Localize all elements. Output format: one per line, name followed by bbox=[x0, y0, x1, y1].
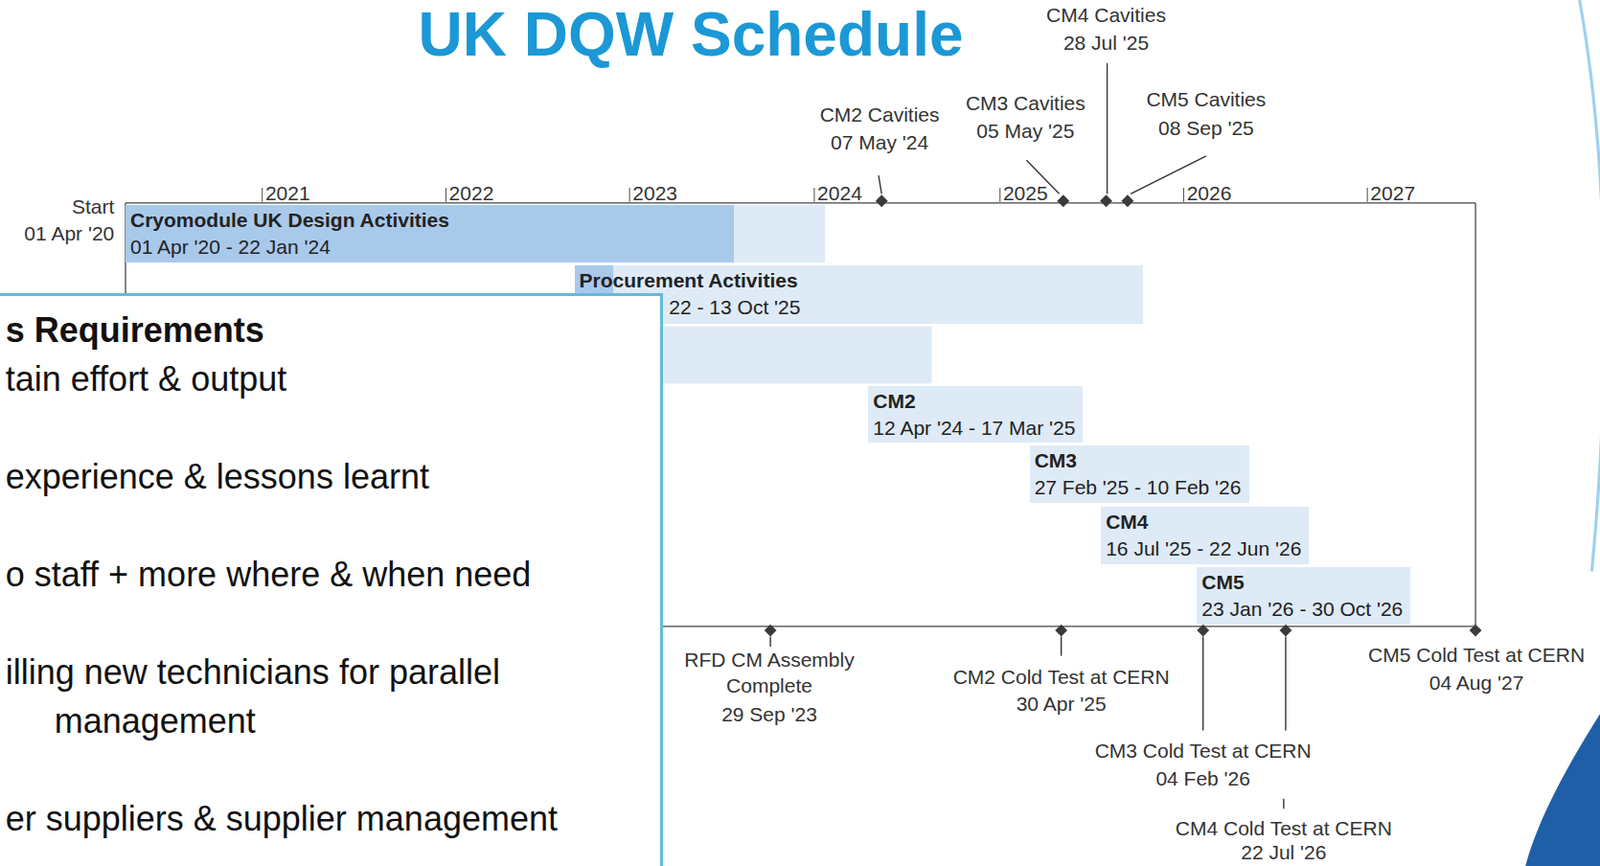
bar-text: 23 Jan '26 - 30 Oct '26 bbox=[1201, 595, 1406, 623]
milestone-label: 28 Jul '25 bbox=[1063, 29, 1149, 56]
year-tick bbox=[1367, 187, 1369, 203]
gantt-bar: CM416 Jul '25 - 22 Jun '26 bbox=[1100, 506, 1309, 565]
milestone-label: Start bbox=[71, 193, 115, 220]
year-label: 2026 bbox=[1187, 180, 1233, 206]
bar-text: 27 Feb '25 - 10 Feb '26 bbox=[1034, 474, 1245, 502]
bar-heading: Procurement Activities bbox=[579, 267, 1139, 295]
milestone-label: 29 Sep '23 bbox=[721, 701, 818, 728]
bar-heading: s Requirements bbox=[5, 305, 654, 355]
bar-text: er suppliers & supplier management bbox=[5, 794, 654, 844]
leader-line bbox=[1202, 636, 1204, 731]
bar-text: 01 Apr '20 - 22 Jan '24 bbox=[130, 233, 821, 261]
frame-line bbox=[125, 202, 1476, 204]
bar-heading: Cryomodule UK Design Activities bbox=[130, 206, 821, 234]
bar-heading: CM3 bbox=[1034, 447, 1245, 475]
bar-text: 22 - 13 Oct '25 bbox=[668, 294, 1139, 321]
gantt-bar: CM212 Apr '24 - 17 Mar '25 bbox=[868, 386, 1083, 444]
milestone-label: 08 Sep '25 bbox=[1158, 114, 1255, 141]
milestone-diamond bbox=[1056, 194, 1070, 207]
year-label: 2024 bbox=[817, 180, 863, 206]
bar-heading: CM5 bbox=[1201, 569, 1406, 596]
leader-lines bbox=[770, 63, 1286, 809]
gantt-bar: CM523 Jan '26 - 30 Oct '26 bbox=[1196, 567, 1411, 625]
milestone-label: 01 Apr '20 bbox=[23, 220, 115, 247]
milestone-diamond bbox=[1280, 624, 1293, 638]
year-label: 2022 bbox=[449, 180, 495, 206]
bar-heading: CM4 bbox=[1105, 508, 1304, 536]
milestone-diamond bbox=[1469, 624, 1483, 638]
milestone-label: 22 Jul '26 bbox=[1240, 839, 1326, 866]
milestone-label: CM2 Cold Test at CERN bbox=[953, 663, 1170, 690]
milestone-diamond bbox=[1196, 624, 1210, 638]
milestone-label: 04 Feb '26 bbox=[1155, 765, 1251, 792]
leader-line bbox=[769, 636, 771, 647]
year-tick bbox=[1183, 187, 1185, 203]
gantt-bar: CM327 Feb '25 - 10 Feb '26 bbox=[1029, 445, 1250, 503]
leader-line bbox=[1282, 799, 1284, 810]
bar-text: 16 Jul '25 - 22 Jun '26 bbox=[1105, 535, 1304, 563]
requirements-panel: s Requirementstain effort & output experi… bbox=[0, 293, 663, 866]
milestone-label: 30 Apr '25 bbox=[1016, 690, 1107, 717]
bar-heading: CM2 bbox=[872, 388, 1078, 415]
year-tick bbox=[261, 187, 263, 203]
milestone-label: CM4 Cold Test at CERN bbox=[1175, 815, 1393, 842]
leader-line bbox=[878, 175, 882, 194]
year-label: 2021 bbox=[265, 180, 311, 206]
milestone-label: CM4 Cavities bbox=[1046, 1, 1166, 28]
bar-text: illing new technicians for parallel mana… bbox=[5, 647, 654, 746]
milestone-label: 07 May '24 bbox=[830, 129, 929, 156]
year-label: 2025 bbox=[1003, 180, 1049, 206]
leader-line bbox=[1106, 63, 1108, 194]
bar-text: tain effort & output bbox=[5, 354, 654, 404]
milestone-label: RFD CM Assembly Complete bbox=[667, 646, 872, 699]
frame-line bbox=[1474, 203, 1476, 627]
milestone-diamond bbox=[764, 624, 778, 638]
year-tick bbox=[813, 187, 815, 203]
bar-text: o staff + more where & when need bbox=[5, 549, 654, 599]
milestone-label: CM2 Cavities bbox=[820, 101, 940, 128]
bar-text: 12 Apr '24 - 17 Mar '25 bbox=[872, 414, 1078, 442]
milestone-label: CM5 Cold Test at CERN bbox=[1368, 641, 1585, 668]
bar-text: experience & lessons learnt bbox=[5, 452, 654, 502]
milestone-diamond bbox=[1054, 624, 1068, 638]
slide-title: UK DQW Schedule bbox=[418, 0, 964, 69]
milestone-diamond bbox=[1099, 194, 1113, 207]
milestone-label: 05 May '25 bbox=[976, 117, 1075, 144]
year-tick bbox=[629, 187, 631, 203]
year-label: 2027 bbox=[1370, 180, 1416, 206]
year-tick bbox=[445, 187, 447, 203]
milestone-label: CM5 Cavities bbox=[1145, 86, 1266, 113]
milestone-label: CM3 Cold Test at CERN bbox=[1095, 737, 1312, 764]
milestone-diamond bbox=[875, 194, 889, 207]
slide-swoosh bbox=[1579, 0, 1600, 572]
milestone-label: 04 Aug '27 bbox=[1429, 669, 1525, 696]
slide-swoosh bbox=[1525, 713, 1600, 866]
milestone-diamond bbox=[1120, 194, 1134, 207]
year-label: 2023 bbox=[632, 180, 678, 206]
year-tick bbox=[999, 187, 1001, 203]
leader-line bbox=[1284, 636, 1286, 731]
leader-line bbox=[1060, 636, 1062, 656]
milestones bbox=[764, 194, 1483, 637]
gantt-bar: Cryomodule UK Design Activities01 Apr '2… bbox=[125, 205, 825, 263]
milestone-label: CM3 Cavities bbox=[965, 90, 1086, 116]
